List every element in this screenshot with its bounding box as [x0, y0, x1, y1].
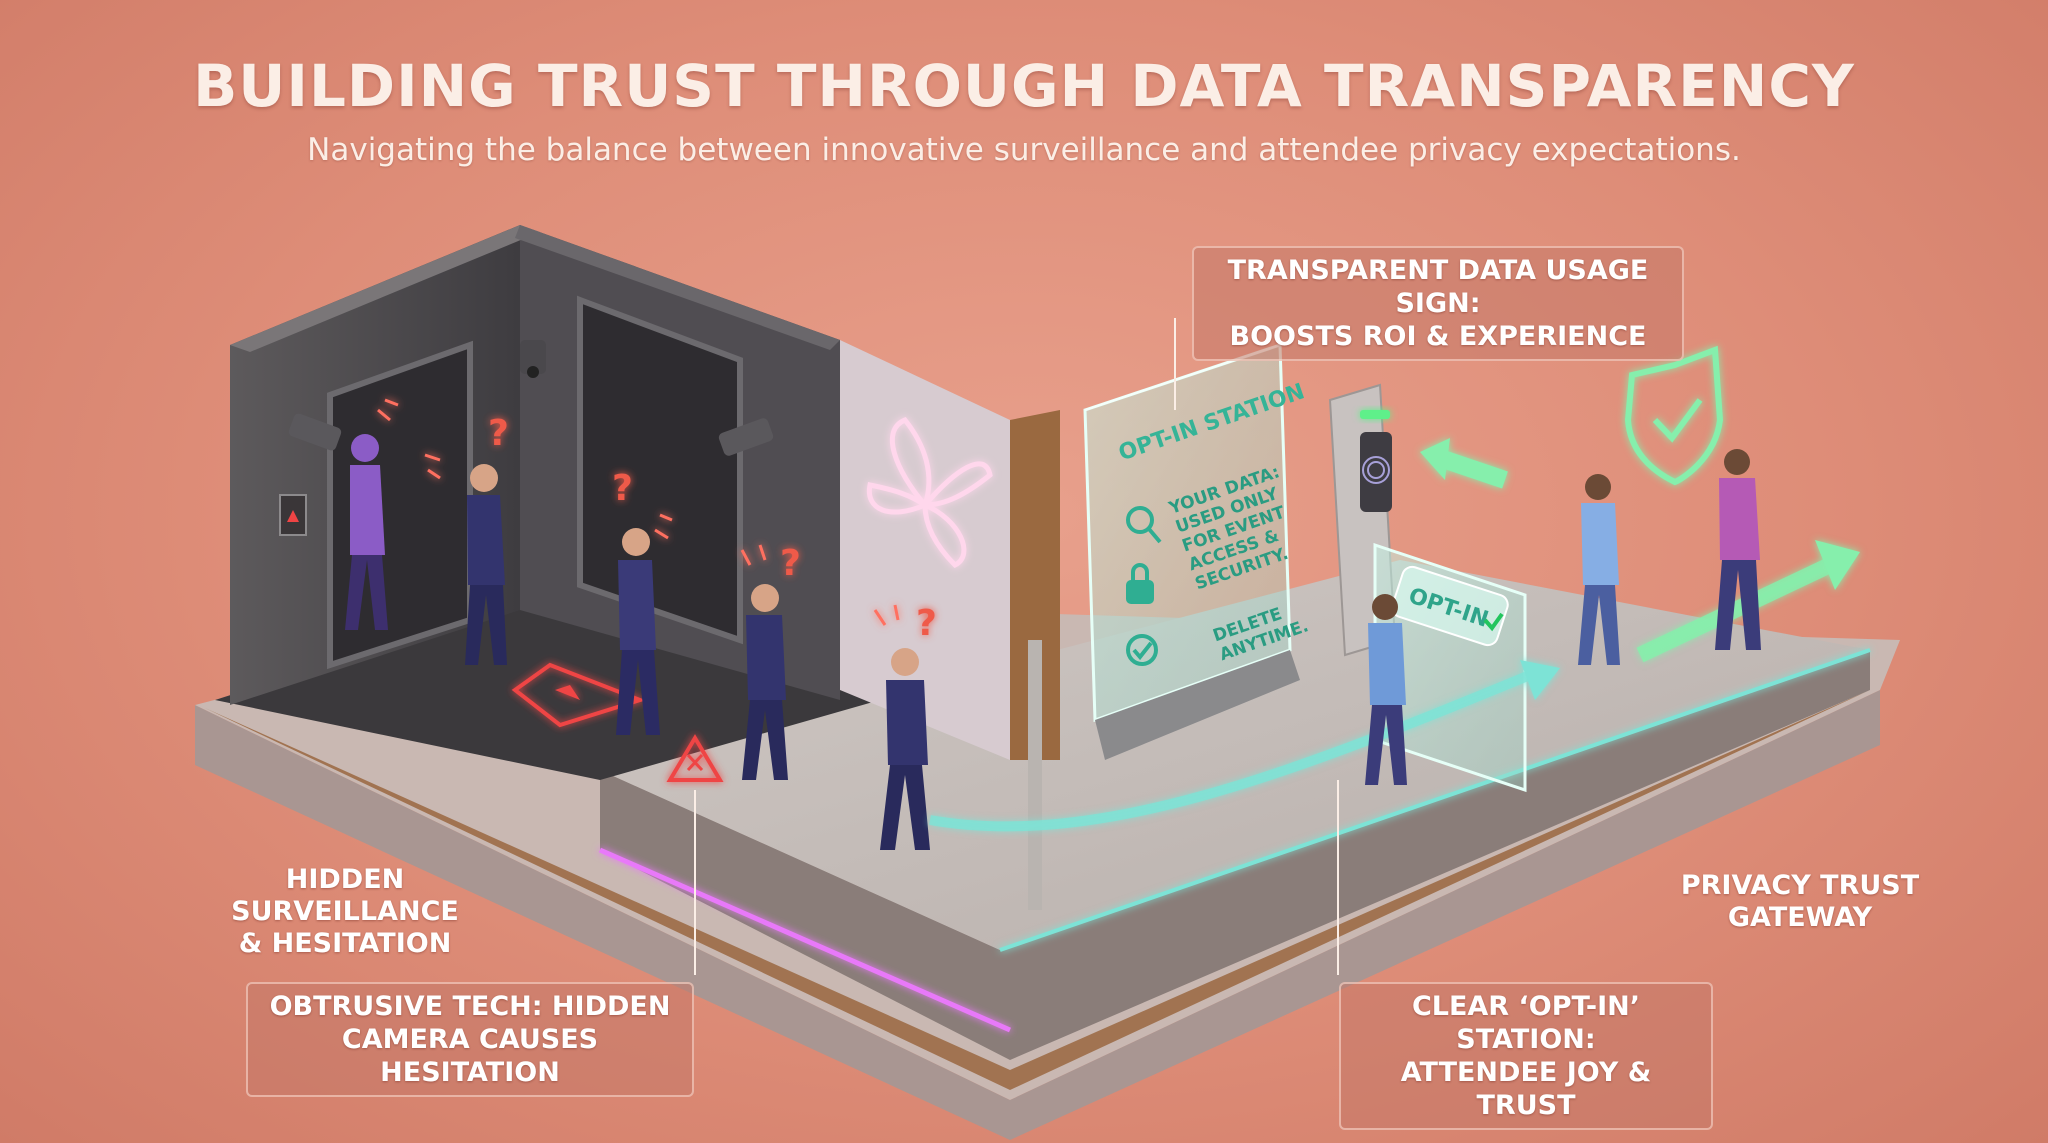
- zone-label-line: PRIVACY TRUST: [1680, 870, 1920, 901]
- obtrusive-tech-callout: OBTRUSIVE TECH: HIDDEN CAMERA CAUSES HES…: [246, 982, 694, 1097]
- attendee-figure: [742, 584, 788, 780]
- attendee-figure: [345, 434, 388, 630]
- attendee-figure: [616, 528, 660, 735]
- zone-label-line: GATEWAY: [1727, 902, 1873, 933]
- callout-leader-lines: [694, 318, 1339, 975]
- shield-check-icon: [1624, 345, 1724, 486]
- zone-label-line: SURVEILLANCE: [231, 896, 459, 927]
- brand-wall: [840, 340, 1060, 760]
- privacy-gateway-label: PRIVACY TRUST GATEWAY: [1655, 870, 1945, 934]
- svg-text:?: ?: [488, 413, 509, 454]
- opt-in-callout-line: ATTENDEE JOY & TRUST: [1400, 1057, 1652, 1121]
- sign-callout: TRANSPARENT DATA USAGE SIGN: BOOSTS ROI …: [1192, 246, 1684, 361]
- surveillance-room: [215, 225, 880, 780]
- gateway-floor: [598, 560, 1871, 1060]
- warning-triangle-icon: [511, 662, 647, 728]
- attendee-figure: [1578, 474, 1620, 665]
- sign-pole: [1028, 640, 1042, 910]
- attendee-figure: [465, 464, 507, 665]
- arrow-left-icon: [1420, 438, 1508, 489]
- zone-label-line: HIDDEN: [285, 864, 405, 895]
- zone-label-line: & HESITATION: [238, 928, 452, 959]
- check-circle-icon: [1126, 634, 1158, 666]
- camera-icon: [288, 340, 774, 456]
- hesitant-attendees: [345, 434, 930, 850]
- svg-text:?: ?: [916, 603, 937, 644]
- opt-in-callout: CLEAR ‘OPT-IN’ STATION: ATTENDEE JOY & T…: [1339, 982, 1713, 1130]
- page-title: BUILDING TRUST THROUGH DATA TRANSPARENCY: [193, 52, 1855, 120]
- svg-text:?: ?: [612, 468, 633, 509]
- fingerprint-icon: [1362, 456, 1390, 484]
- opt-in-gate: [1373, 542, 1527, 793]
- check-icon: [1483, 612, 1504, 632]
- obtrusive-callout-line: CAMERA CAUSES HESITATION: [341, 1024, 599, 1088]
- sign-callout-line: BOOSTS ROI & EXPERIENCE: [1229, 321, 1647, 352]
- alert-dashes: [377, 398, 900, 626]
- opt-in-callout-line: CLEAR ‘OPT-IN’ STATION:: [1411, 991, 1641, 1055]
- arrow-right-icon: [929, 540, 1860, 832]
- opt-in-station-sign: [1083, 342, 1300, 760]
- attendee-figure: [1715, 449, 1761, 650]
- flower-logo-icon: [866, 416, 993, 569]
- search-icon: [1126, 506, 1162, 544]
- sign-callout-line: TRANSPARENT DATA USAGE SIGN:: [1227, 255, 1649, 319]
- page-subtitle: Navigating the balance between innovativ…: [307, 132, 1741, 168]
- hidden-surveillance-label: HIDDEN SURVEILLANCE & HESITATION: [220, 864, 470, 960]
- attendee-figure: [880, 648, 930, 850]
- question-mark-icon: ? ? ? ?: [488, 413, 937, 644]
- x-warning-icon: [666, 734, 724, 782]
- happy-attendees: [1365, 449, 1761, 785]
- svg-text:?: ?: [780, 543, 801, 584]
- attendee-figure: [1365, 594, 1407, 785]
- lock-icon: [1126, 563, 1154, 604]
- obtrusive-callout-line: OBTRUSIVE TECH: HIDDEN: [269, 991, 671, 1022]
